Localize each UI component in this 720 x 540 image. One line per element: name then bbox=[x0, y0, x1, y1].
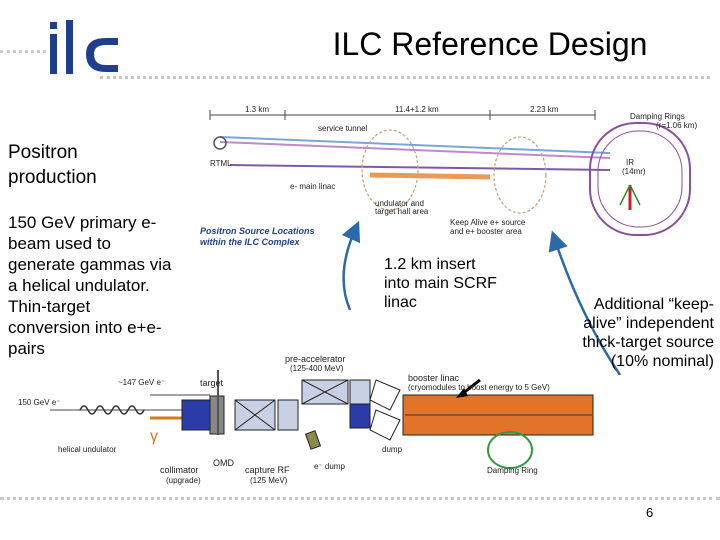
capture-rf-label: capture RF bbox=[245, 465, 290, 475]
dump-label: dump bbox=[382, 445, 403, 454]
footer-dots bbox=[0, 497, 720, 500]
slide-title: ILC Reference Design bbox=[332, 26, 648, 62]
source-locations-label: Positron Source Locations within the ILC… bbox=[200, 226, 315, 247]
header-dots-right bbox=[100, 76, 710, 79]
keepalive-note: Additional “keep- alive” independent thi… bbox=[582, 296, 714, 370]
e-dump-label: e⁻ dump bbox=[314, 462, 345, 471]
dist-label-1: 1.3 km bbox=[245, 105, 270, 114]
dist-label-3: 2.23 km bbox=[530, 105, 559, 114]
keep-alive-label: Keep Alive e+ source and e+ booster area bbox=[450, 218, 526, 236]
slide-number: 6 bbox=[646, 505, 654, 520]
pre-accelerator-label: pre-accelerator bbox=[285, 354, 346, 364]
collimator-sub: (upgrade) bbox=[166, 476, 201, 485]
damping-rings-label: Damping Rings bbox=[630, 112, 685, 121]
booster-linac-sub: (cryomodules to boost energy to 5 GeV) bbox=[408, 383, 550, 392]
beam-150-label: 150 GeV e⁻ bbox=[18, 398, 61, 407]
beam-147-label: ~147 GeV e⁻ bbox=[118, 378, 166, 387]
collimator-label: collimator bbox=[160, 465, 199, 475]
ir-sub: (14mr) bbox=[622, 167, 646, 176]
rtml-label: RTML bbox=[210, 159, 232, 168]
helical-undulator-label: helical undulator bbox=[58, 445, 117, 454]
capture-rf-sub: (125 MeV) bbox=[250, 476, 288, 485]
pre-accelerator-sub: (125-400 MeV) bbox=[290, 364, 344, 373]
header-dots-left bbox=[0, 50, 46, 53]
target-label: target bbox=[200, 378, 224, 388]
omd-label: OMD bbox=[213, 458, 234, 468]
dist-label-2: 11.4+1.2 km bbox=[395, 105, 439, 114]
damping-rings-sub: (r=1.06 km) bbox=[656, 121, 698, 130]
ilc-complex-diagram bbox=[209, 110, 691, 236]
heading-text: Positron production bbox=[8, 142, 97, 188]
insert-note: 1.2 km insert into main SCRF linac bbox=[384, 256, 497, 311]
undulator-area-label: undulator and target hall area bbox=[375, 199, 429, 216]
service-tunnel-label: service tunnel bbox=[318, 124, 368, 133]
ilc-logo bbox=[46, 18, 132, 80]
booster-linac-label: booster linac bbox=[408, 373, 460, 383]
main-linac-label: e- main linac bbox=[290, 182, 336, 191]
damping-ring-label: Damping Ring bbox=[487, 466, 538, 475]
positron-source-diagram bbox=[50, 370, 594, 469]
description-text: 150 GeV primary e- beam used to generate… bbox=[8, 213, 172, 358]
gamma-label: γ bbox=[150, 428, 158, 445]
ir-label: IR bbox=[626, 158, 634, 167]
callout-arrows bbox=[341, 220, 622, 375]
